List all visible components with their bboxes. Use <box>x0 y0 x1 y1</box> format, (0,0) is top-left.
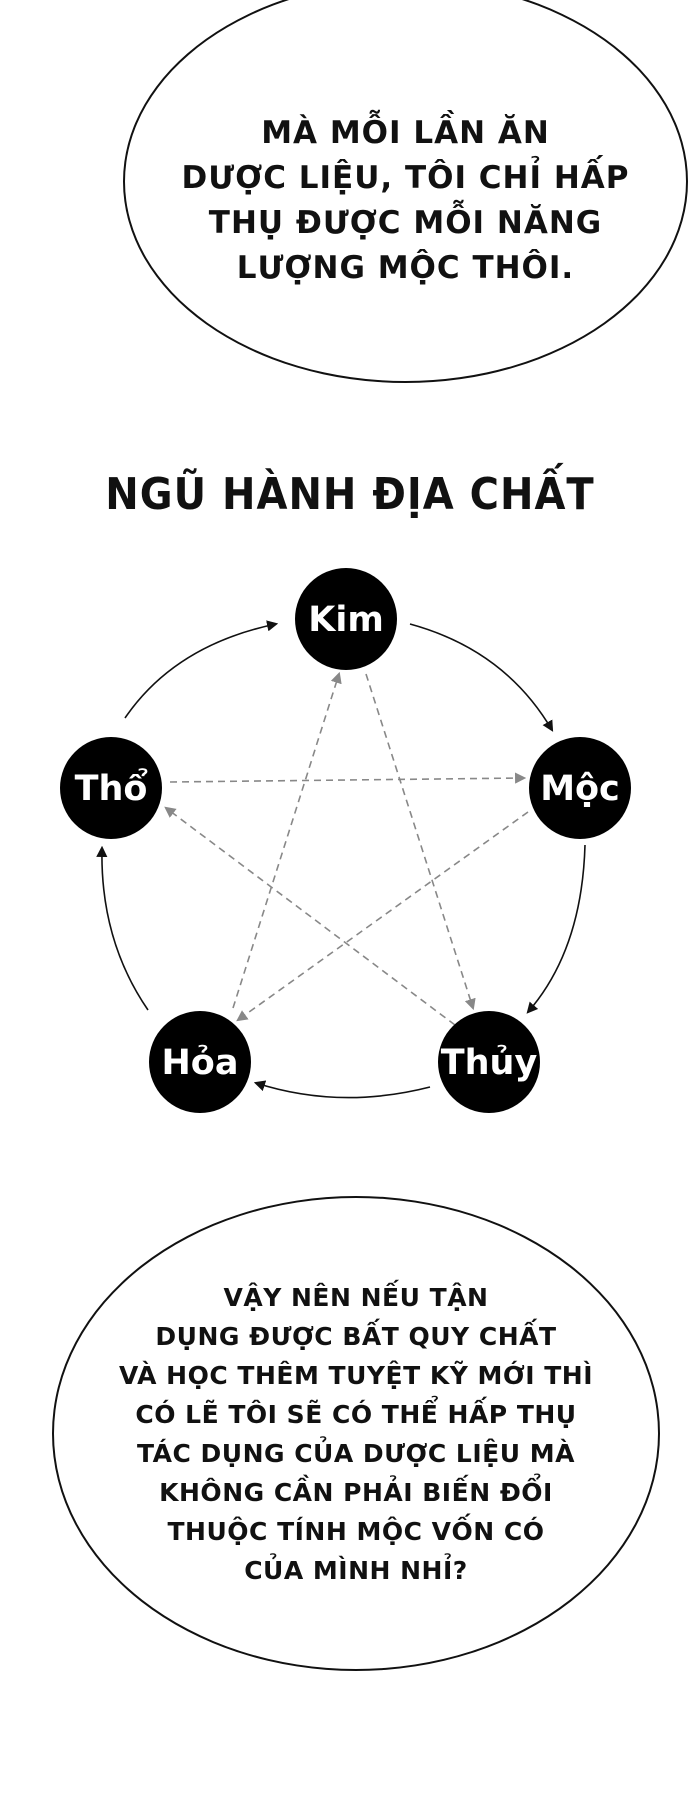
bubble-bottom-line-4: CÓ LẼ TÔI SẼ CÓ THỂ HẤP THỤ <box>135 1399 577 1429</box>
node-thuy: Thủy <box>438 1011 540 1113</box>
node-tho-circle <box>60 737 162 839</box>
dashed-arrow-kim-to-thuy <box>365 673 476 1011</box>
dashed-arrow-thuy-to-tho <box>164 806 456 1026</box>
bubble-bottom-line-1: VẬY NÊN NẾU TẬN <box>223 1282 489 1312</box>
node-kim-circle <box>295 568 397 670</box>
bubble-top-line-2: DƯỢC LIỆU, TÔI CHỈ HẤP <box>181 159 630 196</box>
node-thuy-label: Thủy <box>441 1043 538 1083</box>
arrow-hoa-to-tho <box>96 845 149 1011</box>
dashed-arrow-hoa-to-kim <box>232 671 342 1009</box>
bubble-bottom-line-2: DỤNG ĐƯỢC BẤT QUY CHẤT <box>155 1321 557 1351</box>
bubble-bottom-line-6: KHÔNG CẦN PHẢI BIẾN ĐỔI <box>159 1477 553 1507</box>
bubble-top-line-3: THỤ ĐƯỢC MỖI NĂNG <box>208 204 603 241</box>
bubble-bottom-line-7: THUỘC TÍNH MỘC VỐN CÓ <box>167 1516 545 1546</box>
node-moc: Mộc <box>529 737 631 839</box>
arrow-tho-to-kim <box>124 620 279 719</box>
arrow-kim-to-moc <box>409 623 554 732</box>
bubble-bottom-line-5: TÁC DỤNG CỦA DƯỢC LIỆU MÀ <box>137 1438 575 1468</box>
node-hoa-circle <box>149 1011 251 1113</box>
arrow-moc-to-thuy <box>526 844 586 1014</box>
speech-bubble-top: MÀ MỖI LẦN ĂN DƯỢC LIỆU, TÔI CHỈ HẤP THỤ… <box>123 0 688 383</box>
node-hoa: Hỏa <box>149 1011 251 1113</box>
bubble-bottom-line-3: VÀ HỌC THÊM TUYỆT KỸ MỚI THÌ <box>118 1360 594 1390</box>
bubble-top-line-4: LƯỢNG MỘC THÔI. <box>236 249 575 286</box>
speech-bubble-top-text: MÀ MỖI LẦN ĂN DƯỢC LIỆU, TÔI CHỈ HẤP THỤ… <box>182 111 630 291</box>
diagram-title: NGŨ HÀNH ĐỊA CHẤT <box>105 470 595 520</box>
dashed-arrow-tho-to-moc <box>169 772 527 784</box>
node-thuy-circle <box>438 1011 540 1113</box>
bubble-top-line-1: MÀ MỖI LẦN ĂN <box>261 114 550 151</box>
speech-bubble-bottom: VẬY NÊN NẾU TẬN DỤNG ĐƯỢC BẤT QUY CHẤT V… <box>52 1196 660 1671</box>
bubble-bottom-line-8: CỦA MÌNH NHỈ? <box>244 1555 468 1585</box>
node-kim-label: Kim <box>308 600 384 640</box>
node-tho: Thổ <box>60 737 162 839</box>
dashed-arrow-moc-to-hoa <box>236 811 529 1022</box>
node-tho-label: Thổ <box>75 767 148 809</box>
speech-bubble-bottom-text: VẬY NÊN NẾU TẬN DỤNG ĐƯỢC BẤT QUY CHẤT V… <box>119 1278 593 1590</box>
node-moc-label: Mộc <box>540 769 620 809</box>
node-hoa-label: Hỏa <box>162 1043 239 1083</box>
node-moc-circle <box>529 737 631 839</box>
node-kim: Kim <box>295 568 397 670</box>
arrow-thuy-to-hoa <box>253 1080 431 1099</box>
